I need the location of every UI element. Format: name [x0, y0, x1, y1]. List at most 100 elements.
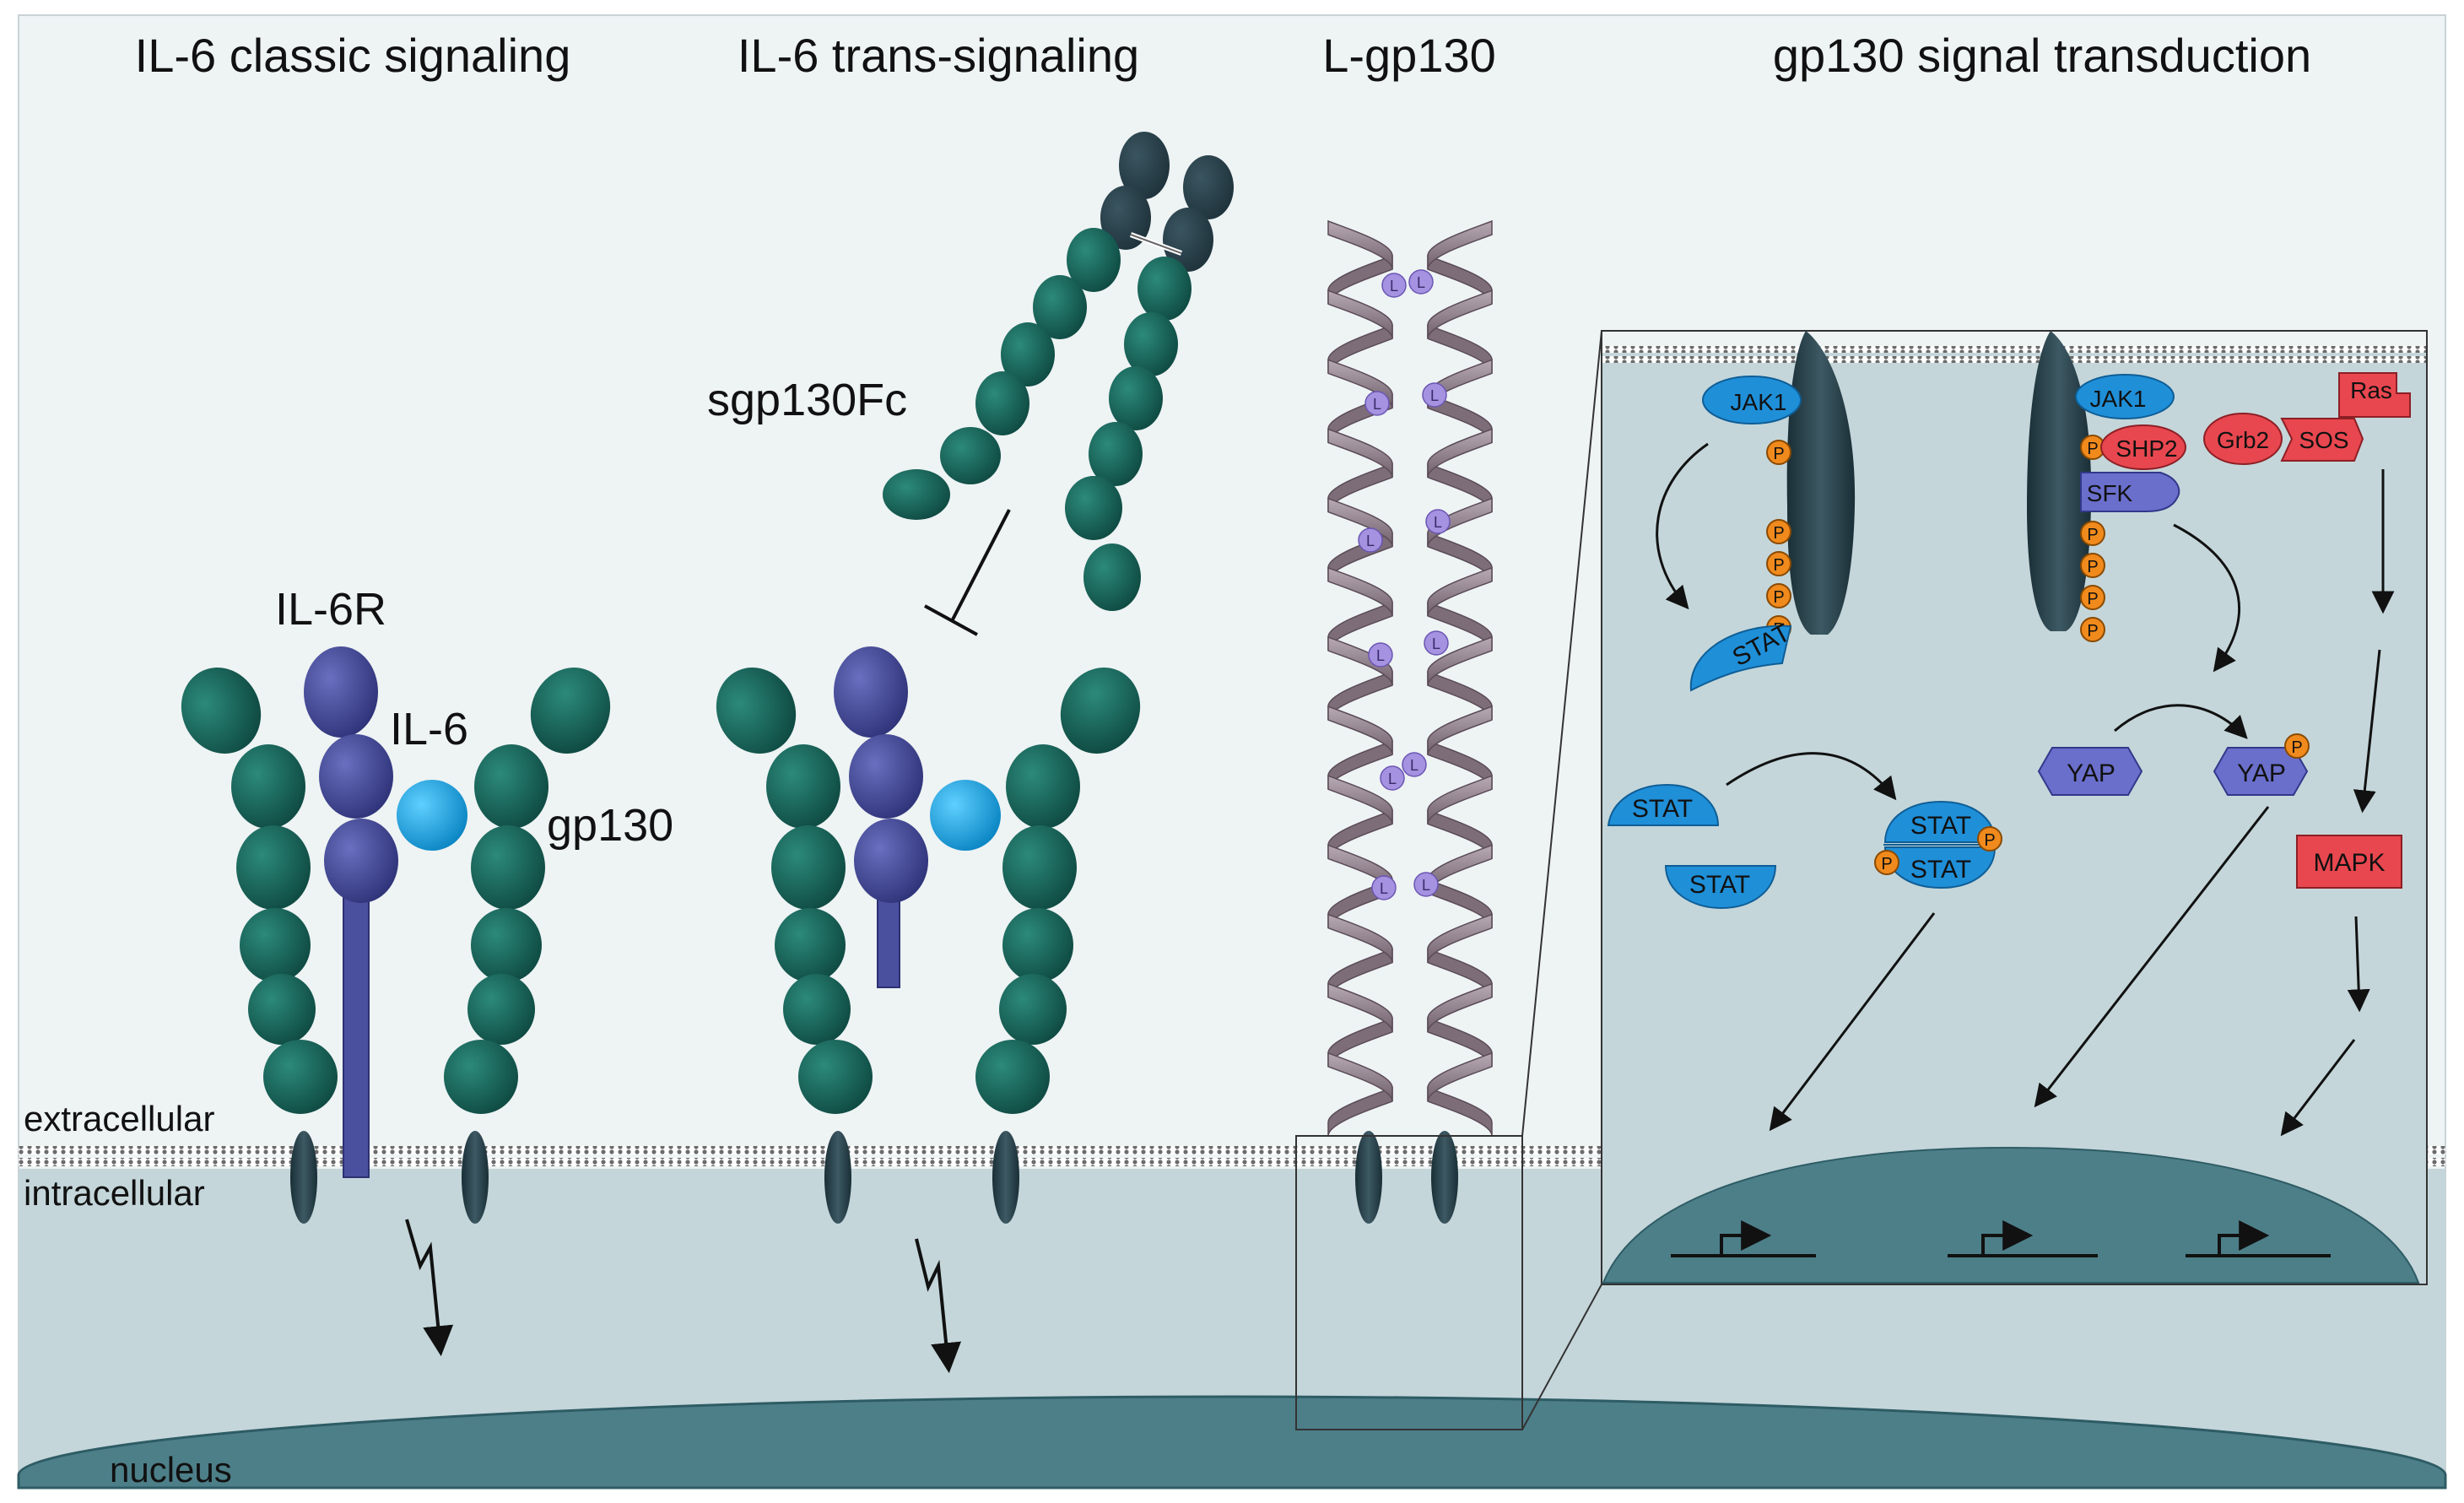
arrow-mapk-to-nucleus	[2280, 1039, 2356, 1137]
signal-arrow-trans	[915, 1238, 962, 1374]
leucine-label: L	[1380, 880, 1388, 897]
label-nucleus: nucleus	[110, 1450, 232, 1489]
phospho-site	[1766, 440, 1791, 465]
cell-membrane-outer	[19, 1146, 2445, 1154]
svg-text:P: P	[1984, 831, 1995, 850]
leucine-label: L	[1422, 877, 1430, 894]
tm-domain	[290, 1131, 317, 1224]
helix-turn	[1427, 1052, 1493, 1102]
arrow-yap-to-nucleus	[2034, 806, 2270, 1108]
phospho-label: P	[2087, 622, 2098, 641]
phospho-label: P	[1773, 524, 1784, 543]
leucine-label: L	[1410, 757, 1418, 774]
inset-frame	[1601, 330, 2428, 1285]
leucine-label: L	[1373, 396, 1381, 413]
title-transduction: gp130 signal transduction	[1773, 29, 2311, 82]
stat-free-a-label: STAT	[1632, 795, 1693, 823]
jak1-left	[1702, 376, 1802, 424]
phospho-label: P	[1773, 445, 1784, 463]
arrow-jak1-to-stat	[1656, 442, 1709, 610]
phospho-dimer-2: P	[1874, 850, 1899, 875]
arrow-stat-to-nucleus	[1769, 912, 1936, 1132]
phospho-label: P	[2087, 558, 2098, 576]
sgp130fc	[883, 132, 1234, 611]
helix-turn	[1327, 428, 1393, 478]
nucleus-shape	[17, 1395, 2447, 1489]
leucine-residue	[1413, 872, 1439, 897]
title-lgp130: L-gp130	[1322, 29, 1496, 82]
title-trans: IL-6 trans-signaling	[738, 29, 1139, 82]
sfk-label: SFK	[2087, 480, 2133, 506]
phospho-label: P	[2087, 590, 2098, 608]
arrow-yap-phospho	[2114, 704, 2248, 739]
gp130-right-chain	[975, 668, 1141, 1224]
tm-domain	[462, 1131, 489, 1224]
svg-text:P: P	[1881, 855, 1892, 873]
sos-label: SOS	[2299, 427, 2348, 453]
leucine-label: L	[1390, 278, 1398, 295]
leucine-label: L	[1366, 533, 1375, 549]
leucine-residue	[1358, 527, 1383, 553]
zoom-line-top	[1521, 330, 1602, 1137]
label-il6: IL-6	[390, 704, 468, 754]
shp2-label: SHP2	[2115, 435, 2177, 462]
leucine-residue	[1364, 391, 1390, 416]
mapk-label: MAPK	[2313, 849, 2385, 877]
gene-promoter-1	[1671, 1220, 1816, 1257]
leucine-residue	[1422, 382, 1447, 408]
helix-turn	[1327, 566, 1393, 617]
leucine-residue	[1368, 642, 1393, 668]
il6-ligand	[397, 780, 467, 851]
leucine-residue	[1425, 509, 1451, 534]
helix-turn	[1427, 497, 1493, 547]
signal-arrow-classic	[405, 1219, 454, 1357]
yap-label: YAP	[2067, 760, 2115, 787]
helix-turn	[1427, 635, 1493, 686]
leucine-residue	[1424, 630, 1449, 656]
inset-membrane-outer	[1602, 346, 2427, 353]
ras-label: Ras	[2350, 377, 2392, 403]
il6-ligand	[930, 780, 1001, 851]
inset-membrane-inner	[1602, 356, 2427, 363]
leucine-residue	[1408, 269, 1434, 295]
ras	[2338, 372, 2411, 418]
tm-domain	[1431, 1131, 1458, 1224]
leucine-label: L	[1388, 770, 1397, 787]
arrow-sfk-to-yap	[2173, 523, 2240, 673]
jak1-left-label: JAK1	[1731, 389, 1787, 415]
phospho-site	[1766, 551, 1791, 576]
phospho-yap: P	[2284, 733, 2310, 759]
stat-bound	[1689, 624, 1792, 692]
gene-promoter-2	[1948, 1220, 2098, 1257]
leucine-residue	[1402, 752, 1427, 777]
il6r-classic	[304, 646, 398, 1178]
phospho-site	[1766, 519, 1791, 544]
arrow-mapk-down	[2347, 916, 2370, 1013]
tm-domain	[1355, 1131, 1382, 1224]
arrow-stat-dimerize	[1726, 752, 1897, 801]
grb2	[2203, 413, 2283, 465]
inset-nucleus	[1602, 1146, 2420, 1284]
stat-dimer-bottom-label: STAT	[1910, 856, 1971, 884]
phospho-dimer-1: P	[1977, 826, 2002, 852]
gp130-tm-right	[2027, 331, 2092, 631]
phospho-label: P	[2087, 526, 2098, 544]
leucine-label: L	[1376, 647, 1385, 664]
sfk	[2080, 472, 2180, 512]
helix-turn	[1327, 497, 1393, 547]
trans-complex: sgp130Fc	[707, 132, 1234, 1374]
stat-free-b-label: STAT	[1689, 871, 1750, 899]
zoom-box	[1295, 1135, 1523, 1430]
yap	[2037, 747, 2143, 796]
leucine-residue	[1381, 273, 1407, 298]
helix-turn	[1427, 428, 1493, 478]
inhibition-symbol	[924, 509, 1011, 636]
leucine-label: L	[1434, 514, 1442, 531]
tm-domain	[992, 1131, 1019, 1224]
jak1-right	[2075, 374, 2175, 419]
stat-dimer-top-label: STAT	[1910, 812, 1971, 840]
